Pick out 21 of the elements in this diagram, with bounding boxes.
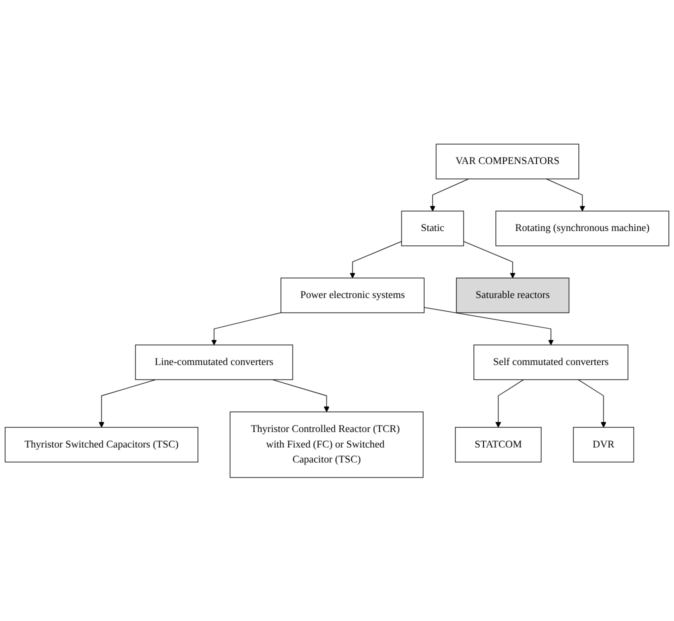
node-box: Thyristor Controlled Reactor (TCR) with Fixed (FC) or Switched Capacitor (TSC): [230, 411, 424, 478]
node-box: Rotating (synchronous machine): [496, 210, 670, 246]
node-box: STATCOM: [455, 426, 542, 462]
arrow: [578, 379, 606, 428]
node-box: Static: [401, 210, 464, 246]
node-box: Saturable reactors: [456, 277, 570, 313]
arrow: [463, 240, 516, 278]
node-box: VAR COMPENSATORS: [436, 144, 580, 179]
arrow: [546, 178, 586, 211]
arrow: [495, 379, 524, 428]
arrow: [272, 379, 330, 412]
arrow: [430, 178, 469, 211]
node-box: Line-commutated converters: [135, 344, 294, 380]
arrow: [350, 240, 402, 278]
arrow: [98, 379, 156, 428]
node-box: Thyristor Switched Capacitors (TSC): [4, 426, 198, 462]
arrow: [424, 306, 554, 345]
node-box: DVR: [573, 426, 634, 462]
node-box: Self commutated converters: [474, 344, 628, 380]
node-box: Power electronic systems: [280, 277, 424, 313]
arrow: [211, 312, 282, 345]
